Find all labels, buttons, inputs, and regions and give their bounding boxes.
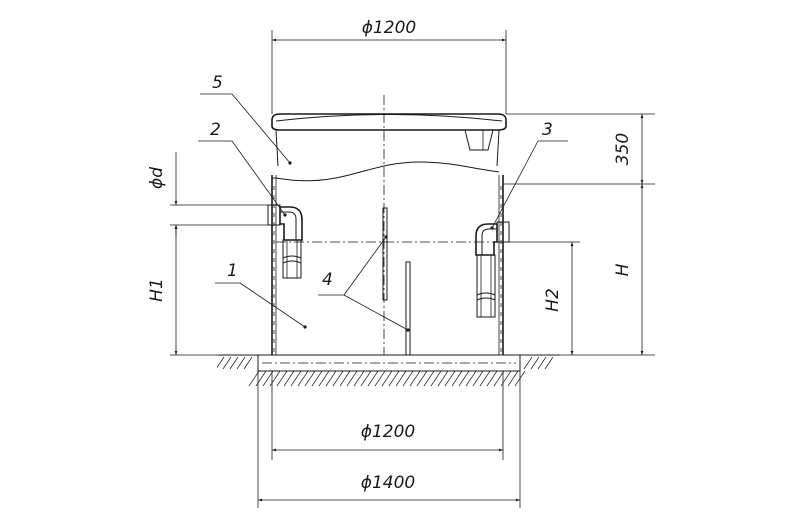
hatch-line: [507, 370, 519, 387]
hatch-line: [537, 356, 547, 370]
callout-label-baffles: 4: [322, 270, 333, 290]
hatch-line: [339, 370, 351, 387]
hatch-line: [346, 370, 358, 387]
hatch-line: [451, 370, 463, 387]
hatch-line: [297, 370, 309, 387]
hatch-line: [430, 370, 442, 387]
inlet-pipe: [267, 204, 303, 279]
dimension-bottom-outer-diameter: ϕ1400: [257, 371, 521, 508]
hatch-line: [409, 370, 421, 387]
hatch-line: [216, 356, 225, 368]
lid-height-label: 350: [613, 133, 633, 165]
inlet-height-label: H1: [147, 278, 167, 302]
hatch-line: [276, 370, 288, 387]
hatch-line: [493, 370, 505, 387]
dimension-outlet-height: H2: [509, 241, 580, 355]
hatch-line: [229, 356, 239, 370]
hatch-line: [318, 370, 330, 387]
hatch-line: [367, 370, 379, 387]
hatch-line: [222, 356, 232, 370]
callout-lid: 5: [200, 73, 292, 165]
bottom-inner-diameter-label: ϕ1200: [361, 422, 415, 442]
hatch-line: [402, 370, 414, 387]
hatch-line: [472, 370, 484, 387]
total-height-label: H: [613, 263, 633, 276]
top-diameter-label: ϕ1200: [362, 18, 416, 38]
hatch-line: [395, 370, 407, 387]
hatch-line: [236, 356, 246, 370]
hatch-line: [530, 356, 540, 370]
callout-label-inlet: 2: [210, 120, 221, 140]
hatch-line: [283, 370, 295, 387]
callout-baffles: 4: [318, 235, 410, 332]
dimension-bottom-inner-diameter: ϕ1200: [271, 371, 504, 460]
hatch-line: [311, 370, 323, 387]
hatch-line: [381, 370, 393, 387]
callout-label-lid: 5: [212, 73, 223, 93]
callout-label-outlet: 3: [542, 120, 553, 140]
hatch-line: [458, 370, 470, 387]
callout-body: 1: [215, 261, 307, 329]
hatch-line: [544, 356, 554, 370]
hatch-line: [486, 370, 498, 387]
foundation-slab: [257, 354, 521, 372]
hatch-line: [304, 370, 316, 387]
hatch-line: [416, 370, 428, 387]
dimension-top-diameter: ϕ1200: [271, 18, 507, 114]
hatch-line: [290, 370, 302, 387]
outlet-pipe: [475, 221, 510, 318]
hatch-line: [523, 356, 533, 370]
dimension-inlet-height: H1: [147, 225, 217, 356]
hatch-line: [465, 370, 477, 387]
hatch-line: [332, 370, 344, 387]
hatch-line: [444, 370, 456, 387]
hatch-line: [262, 370, 274, 387]
callout-inlet: 2: [198, 120, 287, 217]
dimension-pipe-diameter: ϕd: [147, 152, 268, 236]
hatch-line: [374, 370, 386, 387]
hatch-line: [353, 370, 365, 387]
hatch-line: [479, 370, 491, 387]
hatch-line: [437, 370, 449, 387]
callout-outlet: 3: [490, 120, 568, 230]
hatch-line: [423, 370, 435, 387]
baffles: [382, 207, 411, 356]
pipe-diameter-label: ϕd: [147, 167, 167, 189]
callout-label-body: 1: [227, 261, 238, 281]
outlet-height-label: H2: [543, 288, 563, 312]
bottom-outer-diameter-label: ϕ1400: [361, 473, 415, 493]
dimension-lid-height: 350: [503, 113, 655, 185]
hatch-line: [360, 370, 372, 387]
hatch-line: [243, 356, 253, 370]
tank-lid: [271, 113, 507, 167]
hatch-line: [388, 370, 400, 387]
dimension-total-height: H: [560, 184, 655, 356]
hatch-line: [325, 370, 337, 387]
hatch-line: [248, 370, 260, 387]
